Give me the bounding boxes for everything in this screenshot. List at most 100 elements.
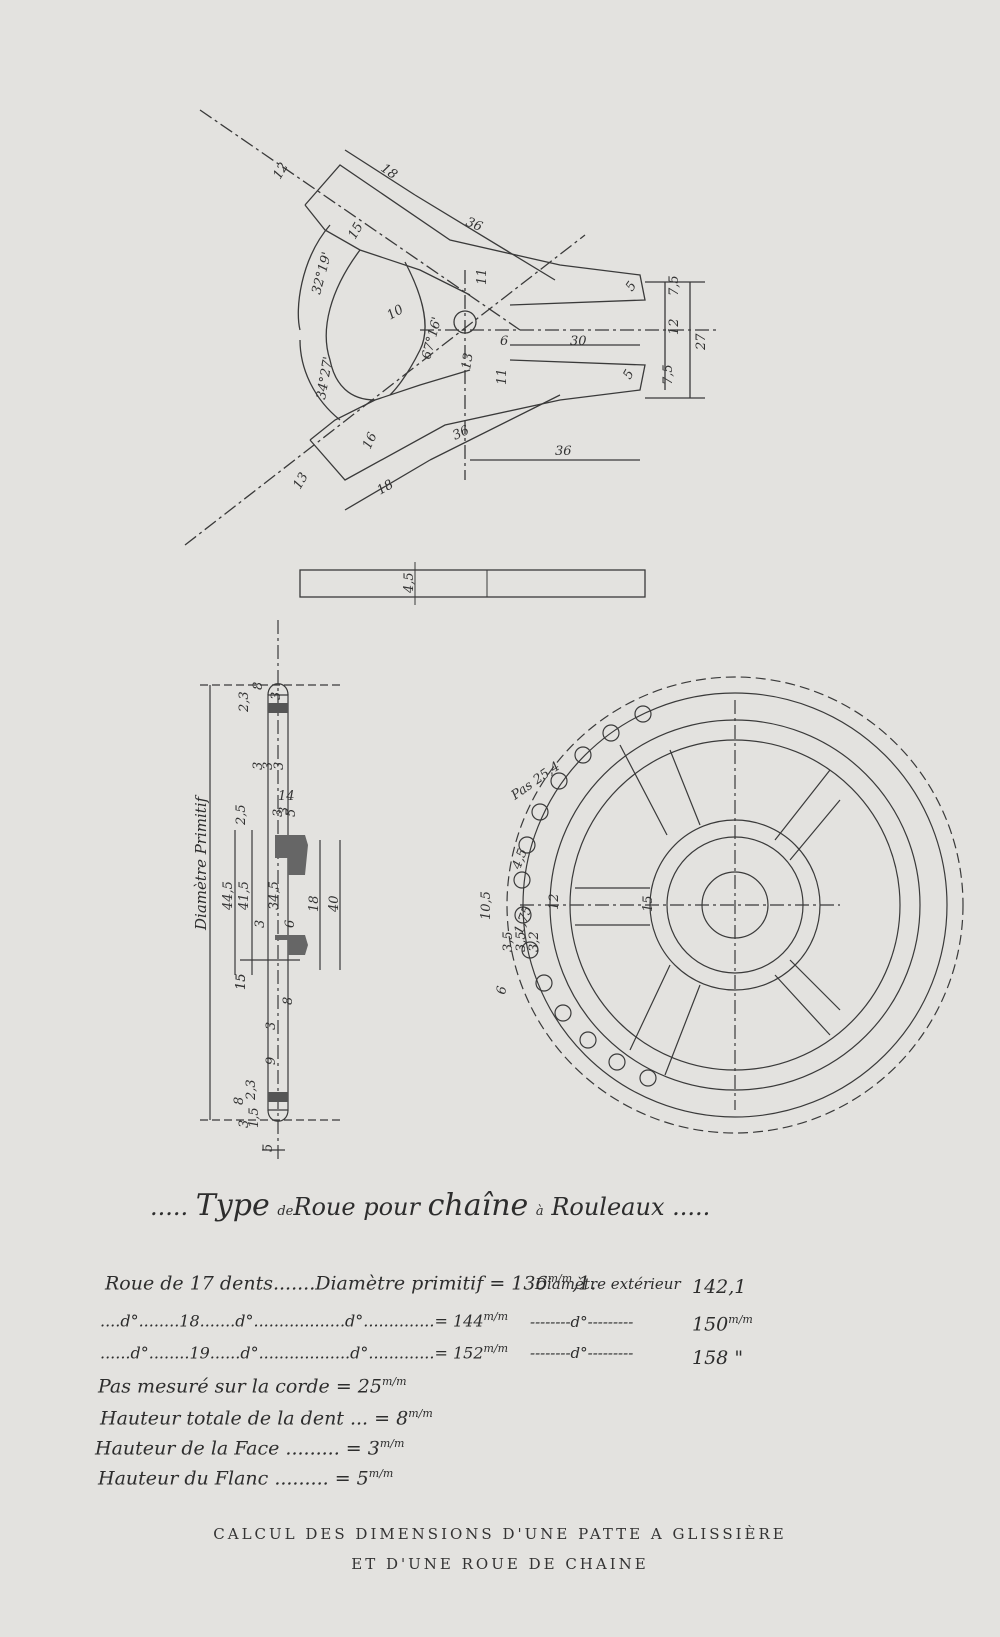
svg-text:1,5: 1,5 <box>247 1107 262 1128</box>
svg-text:36: 36 <box>555 444 572 459</box>
svg-text:7,5: 7,5 <box>667 275 682 296</box>
wheel-front-dimension-labels: Pas 25,4 4,5 10,5 12 15 3,5 3,5 3,2 1,75… <box>479 759 656 996</box>
row2-unit: m/m <box>483 1310 509 1323</box>
row3-ext-unit: " <box>734 1347 744 1369</box>
row1-unit: m/m <box>547 1272 573 1285</box>
wheel-rollers <box>513 705 657 1087</box>
svg-text:8: 8 <box>281 997 296 1005</box>
row1-ext-value: 142,1 <box>692 1276 747 1298</box>
svg-text:30: 30 <box>570 334 587 349</box>
svg-text:18: 18 <box>307 895 322 912</box>
svg-text:8: 8 <box>251 682 266 690</box>
row7-unit: m/m <box>368 1467 394 1480</box>
row2-text: ....d°........18.......d°...............… <box>100 1311 484 1331</box>
row7-text: Hauteur du Flanc ......... = 5 <box>98 1467 369 1490</box>
svg-text:15: 15 <box>641 895 656 912</box>
svg-text:15: 15 <box>234 973 249 990</box>
svg-text:3,5: 3,5 <box>501 931 516 952</box>
svg-text:36: 36 <box>464 215 485 235</box>
svg-text:15: 15 <box>345 220 366 242</box>
title-type: Type <box>195 1188 270 1223</box>
row2-ext-label: --------d°--------- <box>530 1313 634 1331</box>
svg-text:11: 11 <box>495 368 510 385</box>
svg-text:2,3: 2,3 <box>237 691 252 713</box>
svg-text:5: 5 <box>623 279 640 294</box>
row1-text: Roue de 17 dents.......Diamètre primitif… <box>105 1272 548 1295</box>
table-row-4: Pas mesuré sur la corde = 25m/m <box>98 1375 407 1397</box>
svg-text:3: 3 <box>253 920 268 928</box>
row4-text: Pas mesuré sur la corde = 25 <box>98 1375 382 1398</box>
svg-text:3: 3 <box>237 1120 252 1128</box>
caption-line-1: CALCUL DES DIMENSIONS D'UNE PATTE A GLIS… <box>213 1525 787 1543</box>
title-de: de <box>277 1204 294 1219</box>
svg-text:14: 14 <box>278 789 295 804</box>
title-rouleaux: Rouleaux <box>551 1193 665 1221</box>
svg-text:32°19': 32°19' <box>309 250 335 296</box>
svg-text:Pas 25,4: Pas 25,4 <box>508 759 563 804</box>
patte-drawing <box>184 109 720 546</box>
patte-bar: 4,5 <box>299 562 646 605</box>
svg-text:3: 3 <box>264 1022 279 1030</box>
row3-ext-label: --------d°--------- <box>530 1344 634 1362</box>
table-row-2: ....d°........18.......d°...............… <box>100 1310 508 1330</box>
svg-text:15: 15 <box>234 973 249 990</box>
table-row-3-val: 158 " <box>692 1347 743 1369</box>
svg-text:2,5: 2,5 <box>234 804 249 826</box>
svg-text:12: 12 <box>270 160 291 182</box>
svg-text:27: 27 <box>694 333 709 351</box>
drawing-title: ..... Type deRoue pour chaîne à Rouleaux… <box>150 1188 710 1223</box>
table-row-3: ......d°........19......d°..............… <box>100 1342 508 1362</box>
svg-text:10: 10 <box>385 302 407 323</box>
row2-ext-value: 150 <box>692 1313 729 1336</box>
svg-text:7,5: 7,5 <box>661 364 676 385</box>
svg-text:3: 3 <box>271 809 286 817</box>
svg-text:3: 3 <box>251 762 266 770</box>
svg-text:9: 9 <box>264 1057 279 1065</box>
row2-ext-unit: m/m <box>728 1313 753 1326</box>
svg-text:8: 8 <box>232 1097 247 1105</box>
table-row-5: Hauteur totale de la dent ... = 8m/m <box>100 1407 433 1429</box>
svg-text:Diamètre Primitif: Diamètre Primitif <box>192 794 210 931</box>
svg-text:3: 3 <box>261 762 276 770</box>
wheel-front-view <box>506 676 964 1134</box>
svg-text:5: 5 <box>620 367 637 382</box>
svg-text:3: 3 <box>269 692 284 700</box>
svg-text:4,5: 4,5 <box>509 847 531 873</box>
table-row-2-ext: --------d°--------- <box>530 1313 633 1331</box>
svg-text:12: 12 <box>547 893 562 910</box>
svg-text:13: 13 <box>459 352 477 371</box>
row3-unit: m/m <box>483 1342 509 1355</box>
svg-text:18: 18 <box>378 161 400 183</box>
table-row-1: Roue de 17 dents.......Diamètre primitif… <box>105 1272 596 1294</box>
svg-text:2,3: 2,3 <box>244 1079 259 1101</box>
svg-text:11: 11 <box>475 268 490 285</box>
svg-text:3: 3 <box>277 807 292 815</box>
svg-text:6: 6 <box>500 334 508 349</box>
svg-text:10,5: 10,5 <box>479 891 494 920</box>
caption-line-2: ET D'UNE ROUE DE CHAINE <box>351 1555 649 1573</box>
svg-text:41,5: 41,5 <box>237 881 252 911</box>
title-a: à <box>535 1204 544 1219</box>
title-pour: pour <box>363 1193 420 1221</box>
table-row-3-ext: --------d°--------- <box>530 1344 633 1362</box>
svg-text:18: 18 <box>375 477 397 498</box>
svg-text:12: 12 <box>667 318 682 335</box>
table-row-6: Hauteur de la Face ......... = 3m/m <box>95 1437 404 1459</box>
svg-text:16: 16 <box>360 430 381 451</box>
svg-text:5: 5 <box>284 809 299 817</box>
svg-text:3,5: 3,5 <box>514 931 529 952</box>
row6-text: Hauteur de la Face ......... = 3 <box>95 1437 380 1460</box>
svg-text:6: 6 <box>283 920 298 928</box>
title-dash-left: ..... <box>150 1193 189 1221</box>
row3-ext-value: 158 <box>692 1347 729 1369</box>
wheel-side-dimension-labels: 2,3 8 3 3 3 3 3 14 2,5 3 5 15 44,5 41,5 … <box>192 682 342 1152</box>
title-dash-right: ..... <box>672 1193 711 1221</box>
svg-text:36: 36 <box>450 423 471 444</box>
svg-text:34°27': 34°27' <box>314 356 336 401</box>
svg-text:3,2: 3,2 <box>527 931 542 952</box>
svg-text:4,5: 4,5 <box>402 572 417 594</box>
svg-text:6: 6 <box>494 985 510 996</box>
wheel-side-view <box>200 620 341 1160</box>
